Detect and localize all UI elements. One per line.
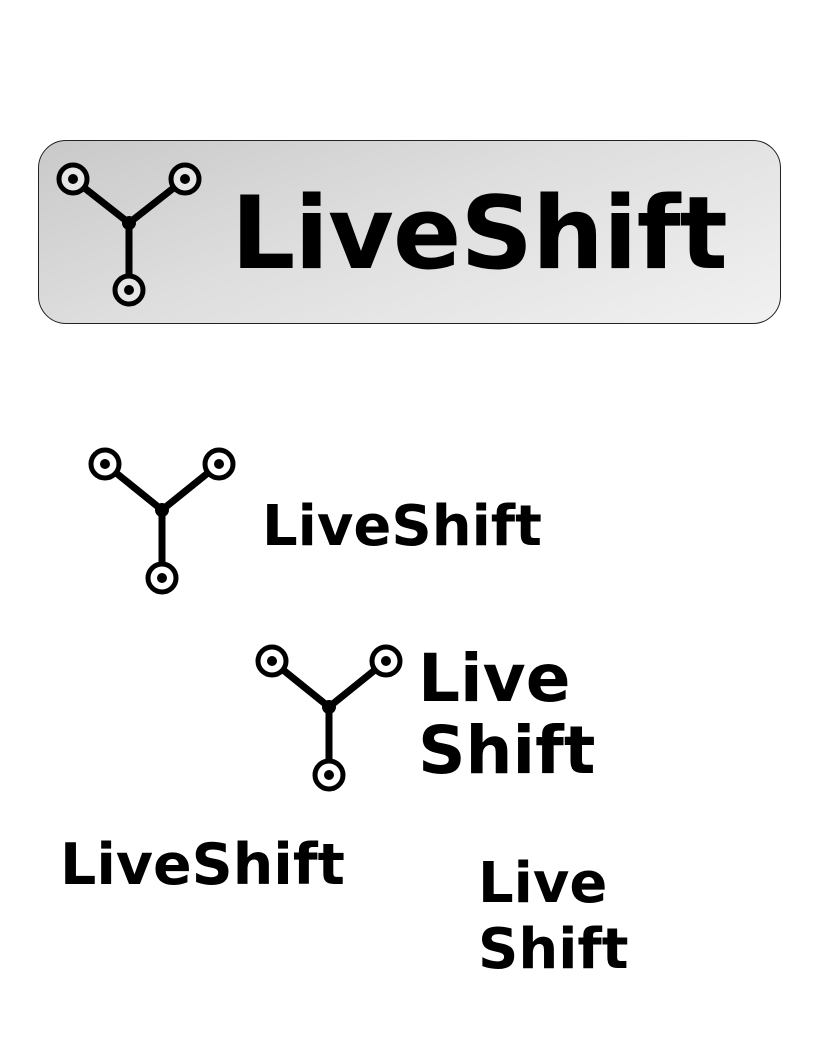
text-only-wordmark: LiveShift	[60, 832, 345, 898]
branching-node-icon	[255, 644, 403, 792]
logo-banner: LiveShift	[38, 140, 781, 324]
text-only-stacked-wordmark: Live Shift	[478, 851, 629, 983]
branching-node-icon	[56, 162, 202, 307]
banner-wordmark: LiveShift	[231, 174, 728, 292]
horizontal-wordmark: LiveShift	[262, 494, 542, 559]
stacked-wordmark-line-2: Shift	[418, 712, 596, 789]
text-only-stacked-line-2: Shift	[478, 917, 629, 982]
text-only-stacked-line-1: Live	[478, 851, 608, 916]
stacked-wordmark-line-1: Live	[418, 640, 571, 717]
stacked-wordmark: Live Shift	[418, 643, 595, 787]
branching-node-icon	[88, 447, 236, 595]
